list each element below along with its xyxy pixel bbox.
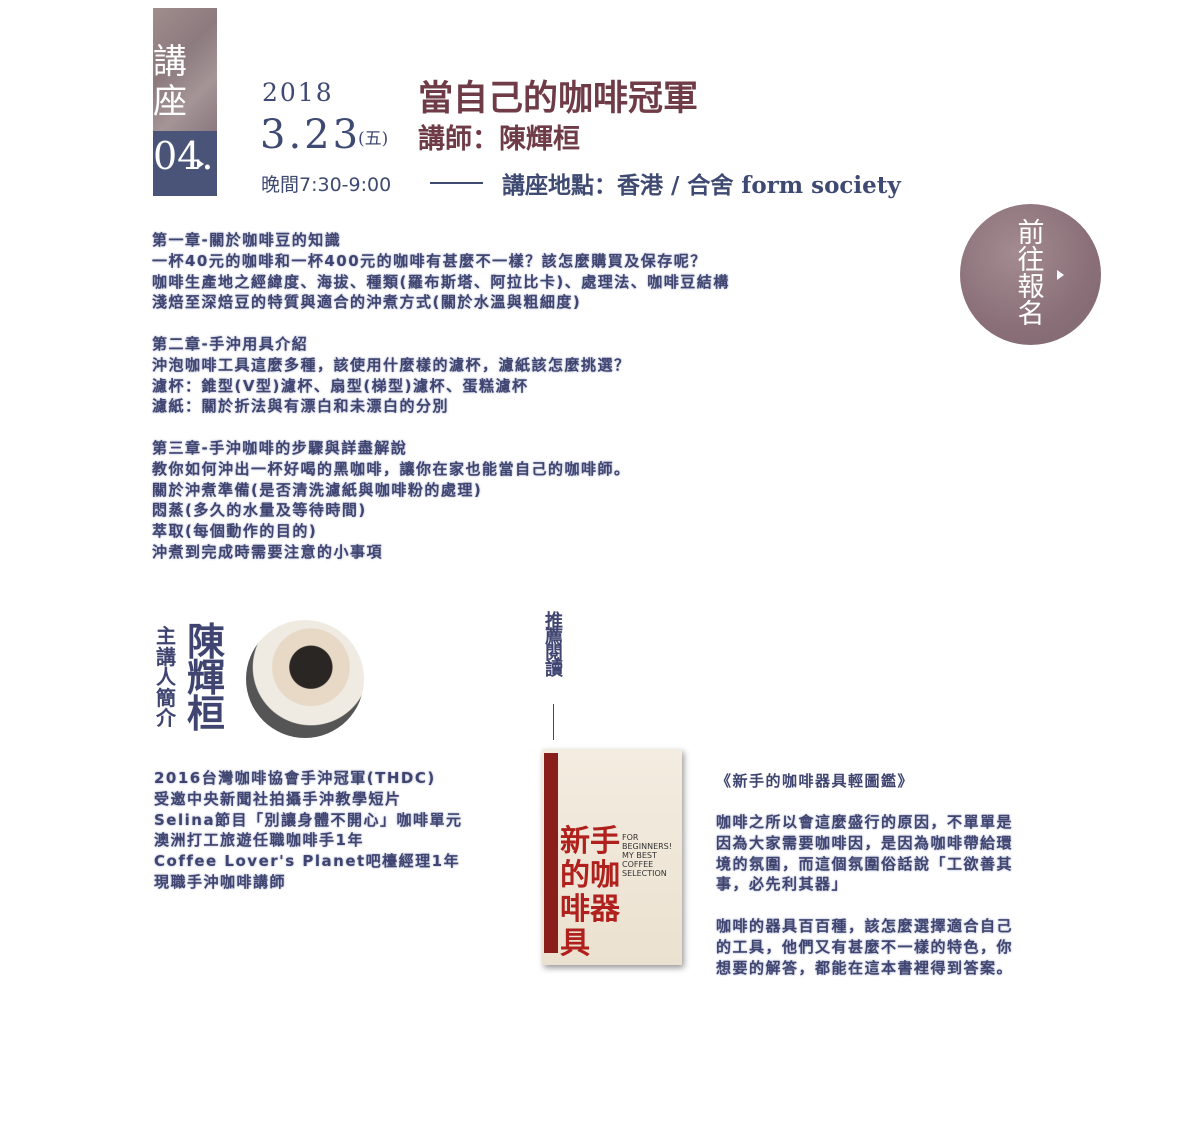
chapter-heading: 第二章-手沖用具介紹 bbox=[152, 334, 309, 353]
book-cover: 新手的咖啡器具 FOR BEGINNERS! MY BEST COFFEE SE… bbox=[542, 749, 682, 965]
chapter-line: 沖煮到完成時需要注意的小事項 bbox=[152, 542, 384, 561]
paragraph: 咖啡的器具百百種，該怎麼選擇適合自己的工具，他們又有甚麼不一樣的特色，你想要的解… bbox=[716, 916, 1014, 977]
chapter-line: 沖泡咖啡工具這麼多種，該使用什麼樣的濾杯，濾紙該怎麼挑選？ bbox=[152, 355, 631, 374]
chapter-heading: 第一章-關於咖啡豆的知識 bbox=[152, 231, 342, 249]
bio-line: 2016台灣咖啡協會手沖冠軍(THDC) bbox=[154, 769, 436, 787]
play-arrow-icon bbox=[197, 159, 204, 169]
tag-number: 04. bbox=[153, 134, 214, 178]
tag-texture bbox=[153, 8, 217, 131]
event-speaker: 講師：陳輝桓 bbox=[418, 124, 580, 155]
event-time: 晚間7:30-9:00 bbox=[261, 174, 392, 196]
lecture-tag: 講座 04. bbox=[153, 8, 217, 196]
chapter: 第一章-關於咖啡豆的知識 一杯40元的咖啡和一杯400元的咖啡有甚麼不一樣？該怎… bbox=[152, 230, 832, 313]
event-venue: 講座地點：香港 / 合舍 form society bbox=[502, 172, 901, 199]
speaker-avatar bbox=[246, 620, 364, 738]
chapter-line: 萃取(每個動作的目的) bbox=[152, 522, 318, 541]
event-date: 3.23 bbox=[260, 112, 362, 158]
speaker-bio: 2016台灣咖啡協會手沖冠軍(THDC) 受邀中央新聞社拍攝手沖教學短片 Sel… bbox=[154, 768, 514, 893]
bio-line: 現職手沖咖啡講師 bbox=[154, 872, 287, 891]
register-label: 前往報名 bbox=[1017, 218, 1045, 330]
event-year: 2018 bbox=[262, 78, 334, 107]
chapter-line: 悶蒸(多久的水量及等待時間) bbox=[152, 501, 367, 520]
book-cover-title: 新手的咖啡器具 bbox=[560, 824, 620, 961]
bio-line: 受邀中央新聞社拍攝手沖教學短片 bbox=[154, 789, 402, 808]
chapter-heading: 第三章-手沖咖啡的步驟與詳盡解說 bbox=[152, 438, 408, 457]
course-outline: 第一章-關於咖啡豆的知識 一杯40元的咖啡和一杯400元的咖啡有甚麼不一樣？該怎… bbox=[152, 230, 832, 563]
tag-number-block bbox=[153, 131, 217, 196]
divider bbox=[553, 704, 554, 740]
tag-word: 講座 bbox=[153, 42, 187, 122]
book-spine bbox=[544, 753, 558, 953]
paragraph: 咖啡之所以會這麼盛行的原因，不單單是因為大家需要咖啡因，是因為咖啡帶給環境的氛圍… bbox=[716, 813, 1014, 894]
book-description: 咖啡之所以會這麼盛行的原因，不單單是因為大家需要咖啡因，是因為咖啡帶給環境的氛圍… bbox=[716, 812, 1026, 978]
divider bbox=[430, 182, 483, 184]
event-title: 當自己的咖啡冠軍 bbox=[418, 78, 699, 119]
chapter-line: 濾杯：錐型(V型)濾杯、扇型(梯型)濾杯、蛋糕濾杯 bbox=[152, 376, 529, 395]
recommended-reading-label: 推薦閱讀 bbox=[545, 611, 563, 680]
chapter: 第二章-手沖用具介紹 沖泡咖啡工具這麼多種，該使用什麼樣的濾杯，濾紙該怎麼挑選？… bbox=[152, 334, 832, 417]
speaker-intro-label: 主講人簡介 bbox=[156, 624, 176, 730]
chapter-line: 濾紙：關於折法與有漂白和未漂白的分別 bbox=[152, 397, 450, 416]
book-title: 《新手的咖啡器具輕圖鑑》 bbox=[716, 772, 915, 790]
chapter-line: 咖啡生產地之經緯度、海拔、種類(羅布斯塔、阿拉比卡)、處理法、咖啡豆結構 bbox=[152, 272, 730, 291]
chapter-line: 教你如何沖出一杯好喝的黑咖啡，讓你在家也能當自己的咖啡師。 bbox=[152, 459, 631, 478]
chapter-line: 關於沖煮準備(是否清洗濾紙與咖啡粉的處理) bbox=[152, 480, 483, 499]
chapter-line: 一杯40元的咖啡和一杯400元的咖啡有甚麼不一樣？該怎麼購買及保存呢？ bbox=[152, 251, 707, 270]
book-cover-subtitle: FOR BEGINNERS! MY BEST COFFEE SELECTION bbox=[622, 833, 672, 878]
bio-line: 澳洲打工旅遊任職咖啡手1年 bbox=[154, 831, 364, 850]
bio-line: Selina節目「別讓身體不開心」咖啡單元 bbox=[154, 810, 463, 829]
register-button[interactable]: 前往報名 bbox=[960, 204, 1101, 345]
speaker-name: 陳輝桓 bbox=[187, 619, 226, 736]
event-weekday: (五) bbox=[358, 129, 389, 149]
chapter: 第三章-手沖咖啡的步驟與詳盡解說 教你如何沖出一杯好喝的黑咖啡，讓你在家也能當自… bbox=[152, 438, 832, 563]
play-arrow-icon bbox=[1057, 270, 1064, 280]
bio-line: Coffee Lover's Planet吧檯經理1年 bbox=[154, 852, 461, 871]
chapter-line: 淺焙至深焙豆的特質與適合的沖煮方式(關於水溫與粗細度) bbox=[152, 293, 582, 312]
